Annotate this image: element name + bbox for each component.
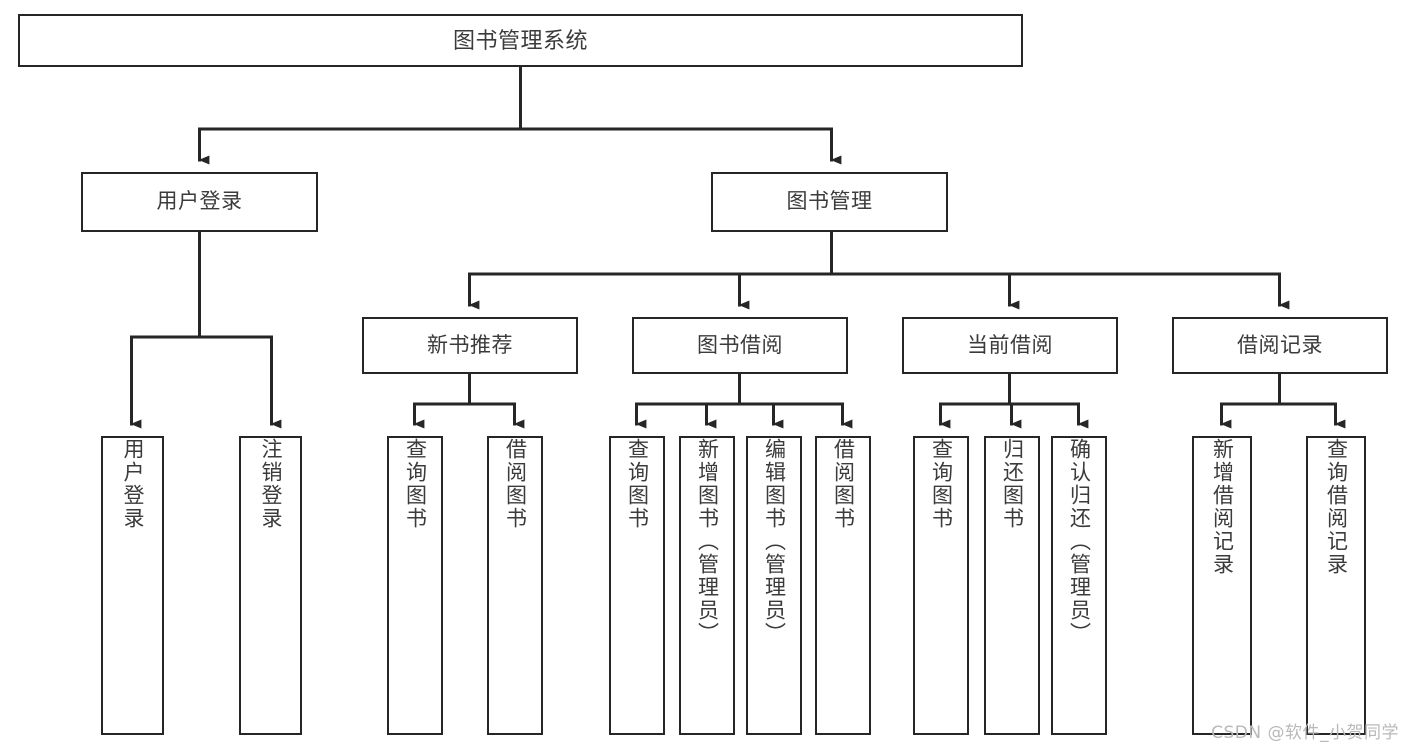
node-book-management[interactable]: 图书管理 <box>711 172 948 232</box>
node-edit-book-admin[interactable]: 编辑图书（管理员） <box>746 436 802 735</box>
node-book-borrow-label: 图书借阅 <box>697 333 783 357</box>
node-add-book-admin-label: 新增图书（管理员） <box>695 438 719 645</box>
node-borrow-book-1[interactable]: 借阅图书 <box>487 436 543 735</box>
node-new-book-recommend[interactable]: 新书推荐 <box>362 317 578 374</box>
node-book-management-label: 图书管理 <box>786 190 873 214</box>
node-query-book-3-label: 查询图书 <box>929 438 953 530</box>
node-query-book-2-label: 查询图书 <box>625 438 649 530</box>
node-book-borrow[interactable]: 图书借阅 <box>632 317 848 374</box>
node-logout-leaf[interactable]: 注销登录 <box>239 436 302 735</box>
node-user-login-label: 用户登录 <box>156 190 243 214</box>
node-query-borrow-record[interactable]: 查询借阅记录 <box>1306 436 1366 735</box>
node-user-login[interactable]: 用户登录 <box>81 172 318 232</box>
node-add-borrow-record[interactable]: 新增借阅记录 <box>1192 436 1252 735</box>
node-user-login-leaf-label: 用户登录 <box>121 438 144 530</box>
node-add-book-admin[interactable]: 新增图书（管理员） <box>679 436 735 735</box>
node-borrow-record-label: 借阅记录 <box>1237 333 1323 357</box>
node-borrow-record[interactable]: 借阅记录 <box>1172 317 1388 374</box>
node-borrow-book-2[interactable]: 借阅图书 <box>815 436 871 735</box>
node-user-login-leaf[interactable]: 用户登录 <box>101 436 164 735</box>
node-add-borrow-record-label: 新增借阅记录 <box>1210 438 1234 576</box>
watermark-text: CSDN @软件_小贺同学 <box>1211 723 1399 743</box>
node-query-book-1-label: 查询图书 <box>403 438 427 530</box>
node-query-book-3[interactable]: 查询图书 <box>913 436 969 735</box>
node-current-borrow[interactable]: 当前借阅 <box>902 317 1118 374</box>
node-query-book-1[interactable]: 查询图书 <box>387 436 443 735</box>
node-root[interactable]: 图书管理系统 <box>18 14 1023 67</box>
node-current-borrow-label: 当前借阅 <box>967 333 1053 357</box>
node-borrow-book-2-label: 借阅图书 <box>831 438 855 530</box>
node-root-label: 图书管理系统 <box>452 27 588 53</box>
node-query-book-2[interactable]: 查询图书 <box>609 436 665 735</box>
node-confirm-return-admin-label: 确认归还（管理员） <box>1067 438 1091 645</box>
node-return-book-label: 归还图书 <box>1000 438 1024 530</box>
node-query-borrow-record-label: 查询借阅记录 <box>1324 438 1348 576</box>
node-new-book-recommend-label: 新书推荐 <box>427 333 513 357</box>
node-logout-leaf-label: 注销登录 <box>259 438 282 530</box>
node-confirm-return-admin[interactable]: 确认归还（管理员） <box>1051 436 1107 735</box>
node-borrow-book-1-label: 借阅图书 <box>503 438 527 530</box>
node-edit-book-admin-label: 编辑图书（管理员） <box>762 438 786 645</box>
node-return-book[interactable]: 归还图书 <box>984 436 1040 735</box>
